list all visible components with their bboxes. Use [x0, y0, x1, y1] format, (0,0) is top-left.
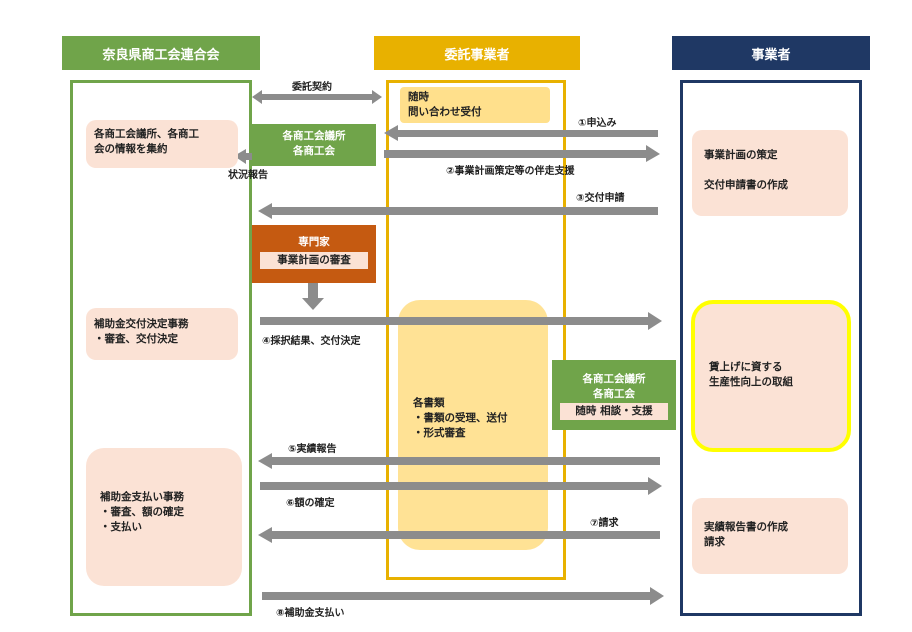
- step4-label: ④採択結果、交付決定: [262, 336, 361, 347]
- step7-label: ⑦請求: [590, 518, 619, 529]
- step2-label: ②事業計画策定等の伴走支援: [446, 166, 575, 177]
- step8-label: ⑧補助金支払い: [276, 608, 345, 619]
- step6-label: ⑥額の確定: [286, 498, 335, 509]
- payment-office-box: 補助金支払い事務 ・審査、額の確定 ・支払い: [86, 448, 242, 586]
- wage-up-box: 賃上げに資する 生産性向上の取組: [691, 300, 851, 452]
- step7-arrow: [258, 527, 660, 543]
- collect-info-box: 各商工会議所、各商工 会の情報を集約: [86, 120, 238, 168]
- contract-label: 委託契約: [292, 82, 332, 93]
- inquiry-box: 随時 問い合わせ受付: [400, 87, 550, 123]
- step3-label: ③交付申請: [576, 193, 625, 204]
- step1-arrow: [384, 125, 658, 141]
- documents-text: 各書類 ・書類の受理、送付 ・形式審査: [413, 397, 508, 439]
- step4-arrow: [260, 312, 662, 330]
- expert-title: 専門家: [298, 236, 330, 248]
- chamber-left-box: 各商工会議所 各商工会: [252, 124, 376, 166]
- step3-arrow: [258, 203, 658, 219]
- business-column: [680, 80, 862, 616]
- expert-down-arrow: [302, 283, 324, 310]
- documents-box: [398, 300, 548, 550]
- plan-box: 事業計画の策定 交付申請書の作成: [692, 130, 848, 216]
- header-business: 事業者: [672, 36, 870, 70]
- chamber-right-task: 随時 相談・支援: [560, 403, 668, 420]
- federation-column: [70, 80, 252, 616]
- expert-task: 事業計画の審査: [260, 252, 368, 269]
- status-report-arrow: [234, 149, 266, 164]
- step8-arrow: [262, 587, 664, 605]
- expert-box: 専門家 事業計画の審査: [252, 225, 376, 283]
- grant-decision-box: 補助金交付決定事務 ・審査、交付決定: [86, 308, 238, 360]
- step2-arrow: [384, 145, 660, 162]
- contractor-column: [386, 80, 566, 580]
- report-box: 実績報告書の作成 請求: [692, 498, 848, 574]
- chamber-right-box: 各商工会議所 各商工会 随時 相談・支援: [552, 360, 676, 430]
- header-federation: 奈良県商工会連合会: [62, 36, 260, 70]
- chamber-right-title: 各商工会議所 各商工会: [582, 373, 646, 400]
- step5-label: ⑤実績報告: [288, 444, 337, 455]
- step1-label: ①申込み: [578, 118, 617, 129]
- status-report-label: 状況報告: [228, 170, 268, 181]
- step5-arrow: [258, 453, 660, 469]
- header-contractor: 委託事業者: [374, 36, 580, 70]
- contract-arrow: [252, 90, 382, 104]
- step6-arrow: [260, 477, 662, 495]
